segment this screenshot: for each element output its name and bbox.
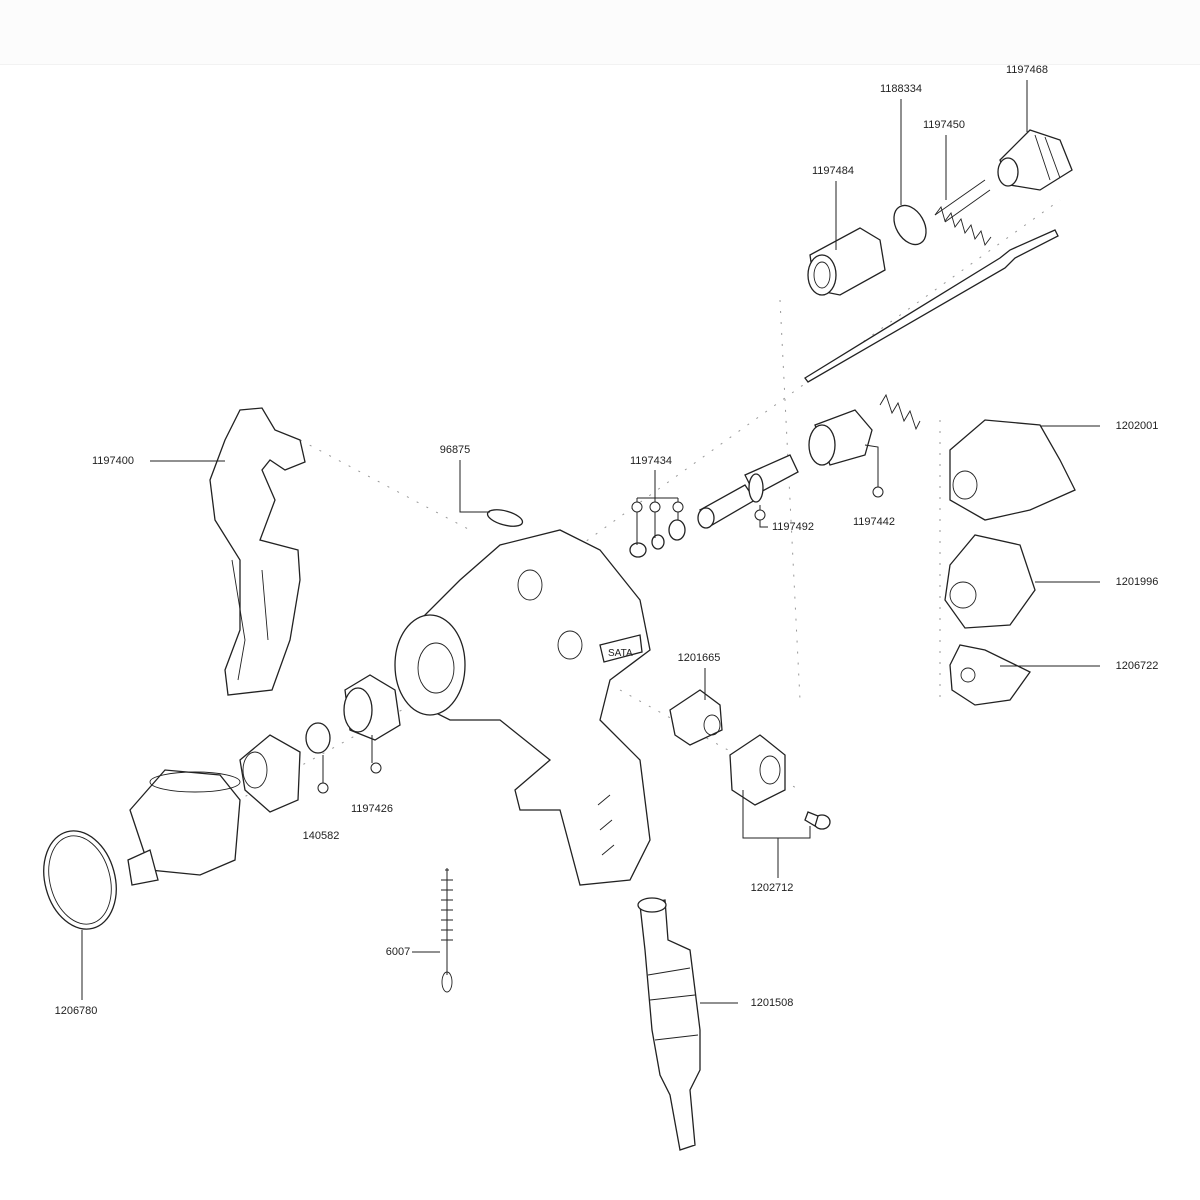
part-label-1197442: 1197442 — [852, 516, 896, 528]
part-1197426-sleeve — [343, 674, 401, 741]
part-label-1197468: 1197468 — [1005, 64, 1049, 76]
part-140582-nozzle — [305, 722, 331, 754]
part-label-1197450: 1197450 — [922, 119, 966, 131]
part-label-1197400: 1197400 — [91, 455, 135, 467]
part-label-1202712: 1202712 — [750, 882, 794, 894]
part-96875-ring — [486, 509, 524, 527]
part-air-cap — [127, 769, 241, 886]
part-6007-brush — [441, 868, 453, 993]
leader-lines — [81, 80, 1100, 1004]
part-label-1201665: 1201665 — [677, 652, 721, 664]
part-needle — [804, 229, 1059, 383]
part-label-1197484: 1197484 — [811, 165, 855, 177]
part-label-1201508: 1201508 — [750, 997, 794, 1009]
part-label-1202001: 1202001 — [1115, 420, 1159, 432]
part-label-140582: 140582 — [302, 830, 340, 842]
part-1197468-knob — [997, 129, 1073, 191]
assembly-axis — [779, 299, 801, 701]
assembly-axis — [619, 689, 801, 791]
sata-logo: SATA — [608, 648, 633, 659]
part-1201508-coupling — [637, 897, 701, 1151]
part-1197450-spring — [934, 179, 992, 246]
part-1197442-valve — [808, 393, 921, 466]
part-nozzle-body — [239, 734, 301, 813]
part-1197434-seals — [629, 519, 686, 558]
part-1206780-ring — [43, 830, 117, 930]
part-label-96875: 96875 — [439, 444, 471, 456]
part-1197492-piston — [697, 454, 799, 529]
part-1202001-cap — [949, 419, 1076, 521]
part-label-1206780: 1206780 — [54, 1005, 98, 1017]
part-1188334-ring — [893, 204, 927, 246]
part-1206722-cap — [949, 644, 1031, 706]
part-1202712-cap-screw — [729, 734, 831, 830]
part-label-1201996: 1201996 — [1115, 576, 1159, 588]
part-1197484-housing — [807, 227, 886, 296]
part-label-1188334: 1188334 — [879, 83, 923, 95]
part-gun-body: SATA — [394, 529, 651, 886]
part-1201665-fitting — [669, 689, 723, 746]
part-label-1206722: 1206722 — [1115, 660, 1159, 672]
part-label-1197434: 1197434 — [629, 455, 673, 467]
part-1201996-cap — [944, 534, 1036, 629]
part-label-1197492: 1197492 — [771, 521, 815, 533]
part-1197400-trigger — [209, 407, 306, 696]
part-label-1197426: 1197426 — [350, 803, 394, 815]
part-label-6007: 6007 — [385, 946, 411, 958]
reference-circles — [317, 486, 884, 794]
header-band — [0, 0, 1200, 65]
